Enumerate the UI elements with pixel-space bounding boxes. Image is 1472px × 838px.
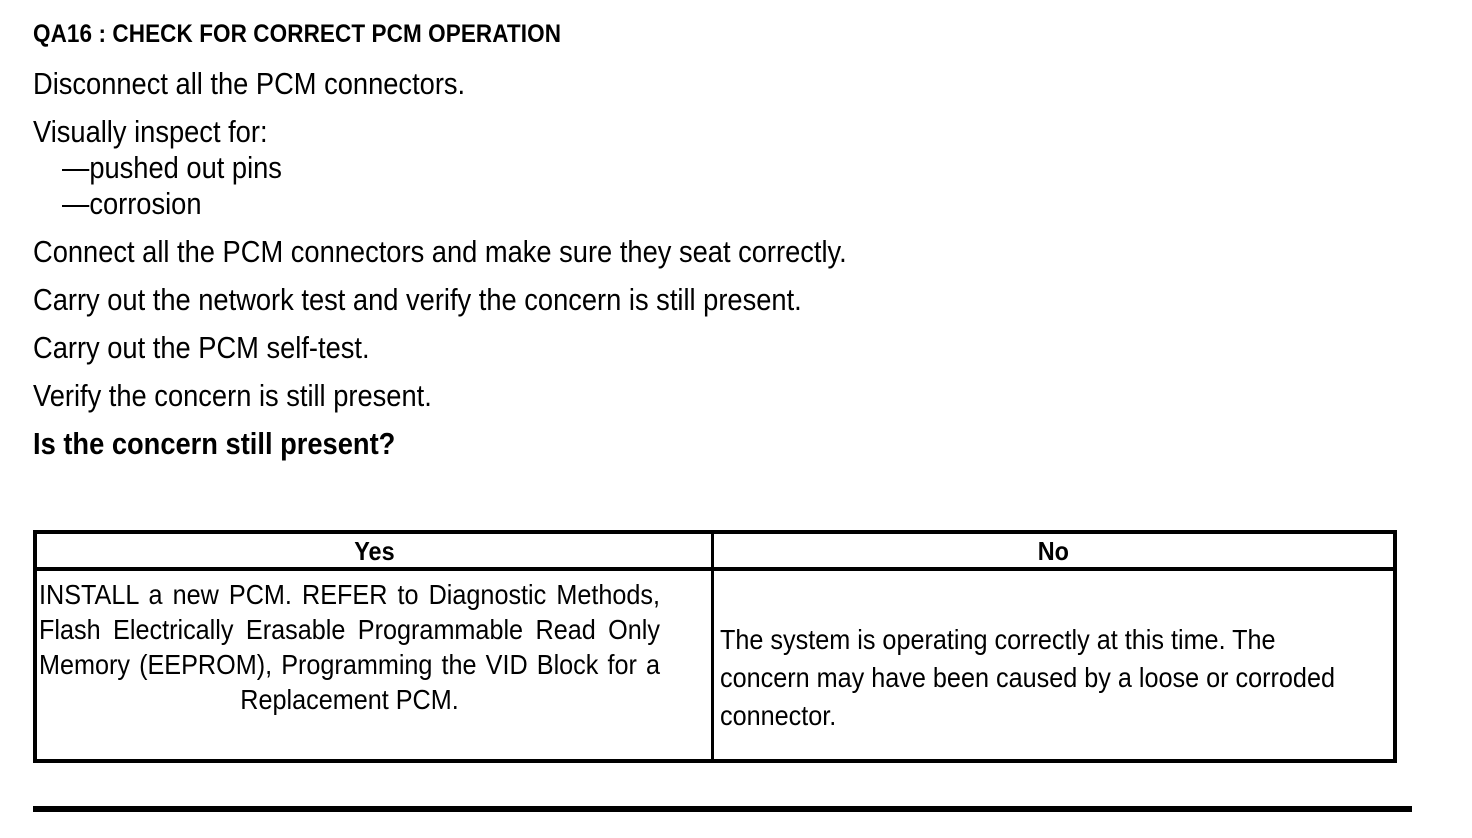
column-label-no: No [1037, 535, 1070, 566]
yes-action-text: INSTALL a new PCM. REFER to Diagnostic M… [39, 579, 660, 715]
page-title: QA16 : CHECK FOR CORRECT PCM OPERATION [33, 20, 562, 48]
no-action-text: The system is operating correctly at thi… [720, 624, 1335, 731]
step-list: Disconnect all the PCM connectors. Visua… [33, 68, 1423, 459]
step-bullet-pushed-out-pins: —pushed out pins [62, 150, 282, 185]
step-line-network-test: Carry out the network test and verify th… [33, 282, 802, 317]
table-cell-yes: INSTALL a new PCM. REFER to Diagnostic M… [37, 571, 714, 759]
decision-question: Is the concern still present? [33, 426, 396, 461]
step-line-disconnect: Disconnect all the PCM connectors. [33, 66, 466, 101]
table-cell-no: The system is operating correctly at thi… [714, 571, 1393, 759]
section-divider-rule [33, 806, 1412, 812]
step-line-inspect: Visually inspect for: [33, 114, 268, 149]
step-line-verify: Verify the concern is still present. [33, 378, 432, 413]
step-bullet-corrosion: —corrosion [62, 186, 202, 221]
column-label-yes: Yes [353, 535, 395, 566]
table-header-cell-yes: Yes [37, 534, 714, 567]
decision-table: Yes No INSTALL a new PCM. REFER to Diagn… [33, 530, 1397, 763]
step-line-self-test: Carry out the PCM self-test. [33, 330, 370, 365]
table-row: INSTALL a new PCM. REFER to Diagnostic M… [37, 571, 1393, 759]
table-header-cell-no: No [714, 534, 1393, 567]
step-line-connect: Connect all the PCM connectors and make … [33, 234, 847, 269]
table-header-row: Yes No [37, 534, 1393, 571]
